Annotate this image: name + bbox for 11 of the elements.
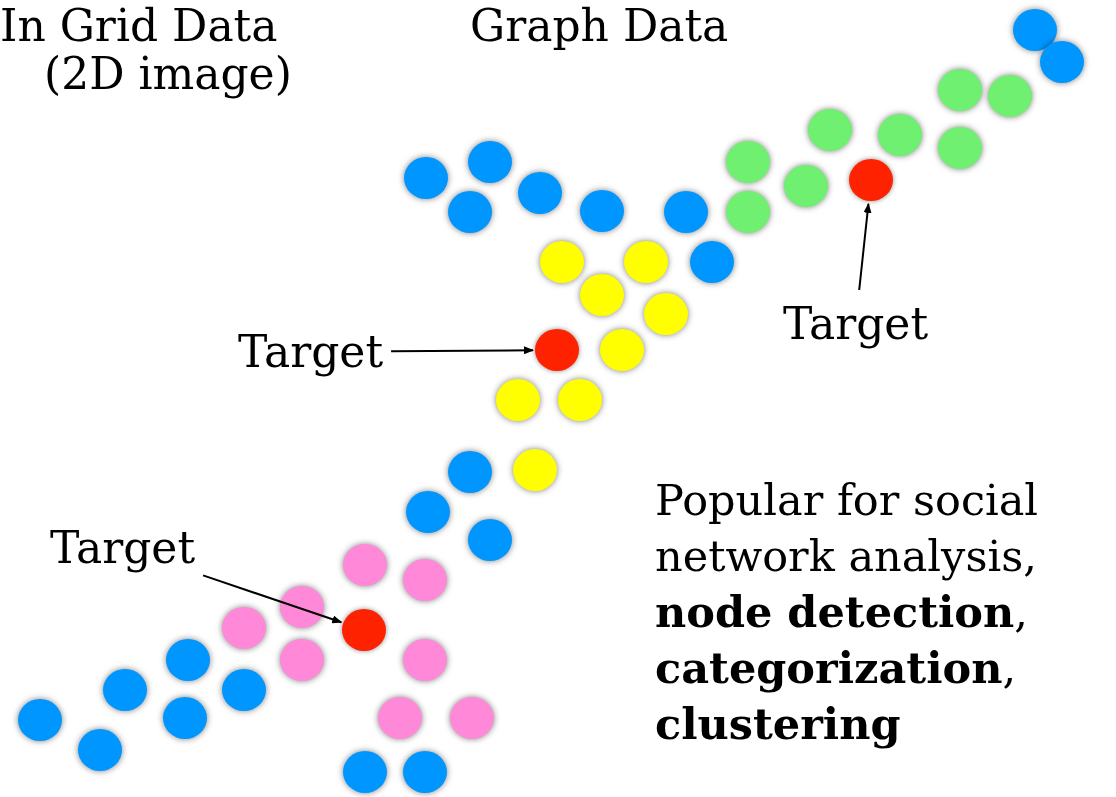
- leader-arrow: [390, 346, 534, 355]
- leader-arrow: [858, 202, 872, 291]
- description-text: Popular for social network analysis, node detection, categorization, clustering: [655, 474, 1040, 751]
- leader-arrow: [202, 574, 343, 624]
- target-node-dot: [535, 329, 579, 371]
- target-label: Target: [238, 326, 384, 378]
- target-node-dot: [342, 609, 386, 651]
- heading: Graph Data: [470, 0, 729, 52]
- target-label: Target: [50, 522, 196, 574]
- target-node-dot: [849, 159, 893, 201]
- target-label: Target: [783, 298, 929, 350]
